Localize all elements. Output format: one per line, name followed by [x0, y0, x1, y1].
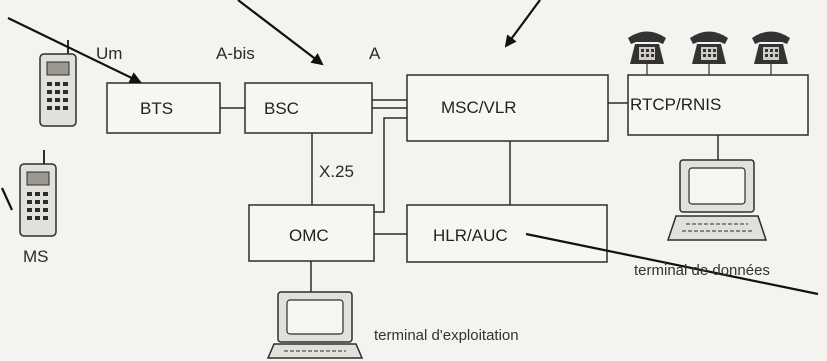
node-label-hlr-auc: HLR/AUC — [433, 226, 508, 245]
telephone-icon — [752, 31, 790, 64]
mobile-phone-icon — [19, 150, 57, 237]
interface-label-a: A — [369, 44, 381, 63]
interface-label-x25: X.25 — [319, 162, 354, 181]
arrow-to-msc-vlr — [504, 0, 541, 48]
computer-terminal-icon — [266, 291, 364, 359]
node-label-omc: OMC — [289, 226, 329, 245]
bts-box — [106, 82, 221, 134]
mobile-phone-icon — [39, 40, 77, 127]
node-label-bsc: BSC — [264, 99, 299, 118]
pointer-line-ms — [0, 187, 14, 211]
msc-vlr-box — [406, 74, 609, 142]
connection-lines — [220, 99, 719, 292]
node-label-msc-vlr: MSC/VLR — [441, 98, 517, 117]
interface-label-um: Um — [96, 44, 123, 63]
arrow-to-bts — [7, 17, 142, 84]
interface-label-a-bis: A-bis — [216, 44, 255, 63]
node-label-bts: BTS — [140, 99, 174, 118]
pointer-line-hlr-auc — [525, 232, 819, 296]
rtcp-rnis-box — [627, 74, 809, 136]
telephone-links — [646, 64, 772, 75]
overlay-arrows — [0, 0, 819, 296]
terminal-exploitation-label: terminal d'exploitation — [374, 327, 519, 344]
telephone-icon — [628, 31, 666, 64]
node-label-rtcp-rnis: RTCP/RNIS — [630, 95, 722, 114]
arrow-to-bsc — [237, 0, 324, 66]
bsc-box — [244, 82, 373, 134]
telephone-icon — [690, 31, 728, 64]
ms-label: MS — [23, 247, 49, 266]
computer-terminal-icon — [666, 159, 768, 241]
terminal-donnees-label: terminal de données — [634, 262, 770, 279]
